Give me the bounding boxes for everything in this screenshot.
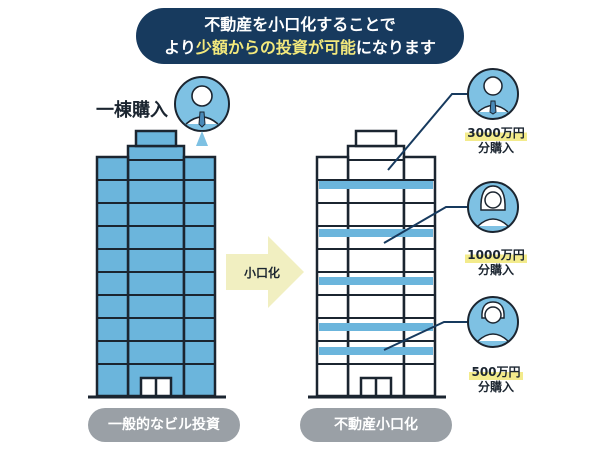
investor-amount-1: 3000万円 分購入 bbox=[452, 126, 540, 156]
amount-value: 500万円 bbox=[469, 365, 523, 380]
caption-general-investment: 一般的なビル投資 bbox=[88, 408, 240, 442]
amount-value: 3000万円 bbox=[465, 126, 527, 141]
investor-elderly-woman-icon bbox=[467, 296, 519, 348]
whole-building-label: 一棟購入 bbox=[96, 100, 168, 121]
investor-amount-2: 1000万円 分購入 bbox=[452, 248, 540, 278]
banner-highlight: 少額からの投資が可能 bbox=[195, 38, 356, 57]
caption-fractional-investment: 不動産小口化 bbox=[300, 408, 452, 442]
investor-woman-icon bbox=[467, 181, 519, 233]
banner-line-2-pre: より bbox=[164, 38, 196, 57]
banner-line-2: より少額からの投資が可能になります bbox=[136, 36, 464, 60]
connector-lines bbox=[383, 93, 474, 351]
amount-suffix: 分購入 bbox=[477, 263, 514, 277]
amount-suffix: 分購入 bbox=[477, 380, 514, 394]
banner-line-1: 不動産を小口化することで bbox=[204, 15, 396, 34]
amount-value: 1000万円 bbox=[465, 248, 527, 263]
amount-suffix: 分購入 bbox=[477, 141, 514, 155]
full-building bbox=[88, 129, 226, 399]
title-banner: 不動産を小口化することで より少額からの投資が可能になります bbox=[136, 8, 464, 64]
arrow-label: 小口化 bbox=[243, 266, 280, 280]
buyer-man-icon bbox=[174, 76, 230, 146]
banner-line-2-post: になります bbox=[355, 38, 436, 57]
investor-amount-3: 500万円 分購入 bbox=[452, 365, 540, 395]
subdivide-arrow bbox=[226, 236, 304, 308]
fractional-building bbox=[308, 129, 446, 399]
investor-man-icon bbox=[467, 68, 519, 120]
